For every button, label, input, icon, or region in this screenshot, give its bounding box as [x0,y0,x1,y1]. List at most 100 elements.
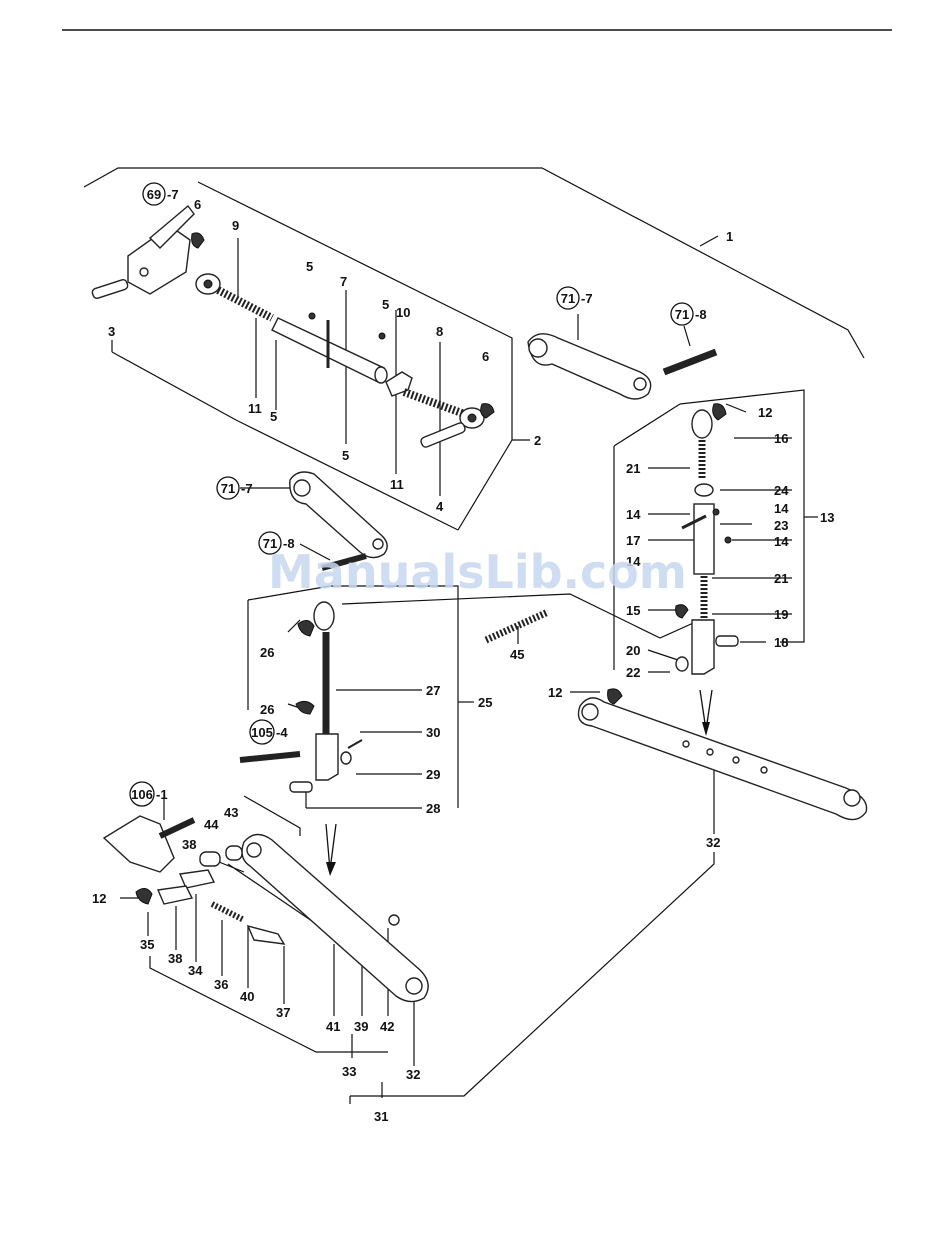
label-3: 3 [108,324,115,339]
label-11b: 11 [390,477,404,492]
label-12b: 12 [92,891,106,906]
label-38b: 38 [168,951,182,966]
label-26a: 26 [260,645,274,660]
clip-26b [296,701,314,714]
label-39: 39 [354,1019,368,1034]
callout-105: 105 -4 [250,720,288,744]
label-37: 37 [276,1005,290,1020]
top-link-assembly [91,206,494,448]
spring-45 [486,612,548,640]
label-41: 41 [326,1019,340,1034]
clip-12c [608,689,622,704]
svg-text:71: 71 [675,307,689,322]
label-23: 23 [774,518,788,533]
end-top [314,602,334,630]
clevis-19 [692,620,714,674]
clip-15 [676,605,688,618]
label-34: 34 [188,963,203,978]
nut-10 [386,372,412,396]
label-6b: 6 [482,349,489,364]
left-lift-rod-assembly [290,602,548,792]
label-21a: 21 [626,461,640,476]
svg-text:106: 106 [131,787,153,802]
label-25: 25 [478,695,492,710]
label-16: 16 [774,431,788,446]
thread-b [404,392,470,416]
label-36: 36 [214,977,228,992]
thread-a [218,290,272,318]
pin-105 [240,754,300,760]
bolt-36 [212,904,244,920]
callout-69: 69 -7 [143,183,179,205]
label-12a: 12 [758,405,772,420]
label-26b: 26 [260,702,274,717]
label-44: 44 [204,817,219,832]
washer-20 [676,657,688,671]
label-7: 7 [340,274,347,289]
label-1: 1 [726,229,733,244]
nut-42 [389,915,399,925]
label-8: 8 [436,324,443,339]
label-31: 31 [374,1109,388,1124]
clip-6b [481,404,494,418]
pin-30 [348,740,362,748]
bush-44 [200,852,220,866]
label-42: 42 [380,1019,394,1034]
watermark: ManualsLib.com [268,545,687,599]
svg-text:-7: -7 [581,291,593,306]
svg-text:69: 69 [147,187,161,202]
pin-18 [716,636,738,646]
callout-71-7-right: 71 -7 [557,287,593,309]
label-19: 19 [774,607,788,622]
label-4: 4 [436,499,444,514]
nut-24 [695,484,713,496]
label-32b: 32 [406,1067,420,1082]
clip-26a [298,620,314,636]
label-5b: 5 [382,297,389,312]
label-20: 20 [626,643,640,658]
svg-text:-7: -7 [167,187,179,202]
svg-text:-8: -8 [695,307,707,322]
label-6a: 6 [194,197,201,212]
label-9: 9 [232,218,239,233]
label-13: 13 [820,510,834,525]
washer-29 [341,752,351,764]
label-32a: 32 [706,835,720,850]
lower-link-right [579,689,867,820]
label-35: 35 [140,937,154,952]
label-43: 43 [224,805,238,820]
label-15: 15 [626,603,640,618]
lower-link-32-left [242,834,428,1001]
pin-4 [420,422,466,449]
tube-17 [694,504,714,574]
pin-3 [91,279,128,300]
svg-text:71: 71 [561,291,575,306]
svg-text:105: 105 [251,725,273,740]
label-5c: 5 [270,409,277,424]
chain-37 [248,926,284,944]
bush-43 [226,846,242,860]
plate-38b [158,886,192,904]
pin-71-8-right [664,352,716,372]
label-14c: 14 [774,534,789,549]
lower-link-32-right [579,698,867,820]
callout-71-7-left: 71 -7 [217,477,253,499]
part-labels: 1 2 3 4 5 5 5 5 6 6 7 8 9 10 11 11 12 12… [92,197,834,1124]
label-5a: 5 [306,259,313,274]
label-24: 24 [774,483,789,498]
label-27: 27 [426,683,440,698]
plate-38a [180,870,214,888]
svg-text:71: 71 [221,481,235,496]
label-40: 40 [240,989,254,1004]
svg-text:-1: -1 [156,787,168,802]
label-2: 2 [534,433,541,448]
label-14a: 14 [626,507,641,522]
label-33: 33 [342,1064,356,1079]
clip-12 [713,404,726,420]
label-29: 29 [426,767,440,782]
clip-12b [136,888,152,904]
clevis-lower [316,734,338,780]
svg-text:-7: -7 [241,481,253,496]
label-10: 10 [396,305,410,320]
